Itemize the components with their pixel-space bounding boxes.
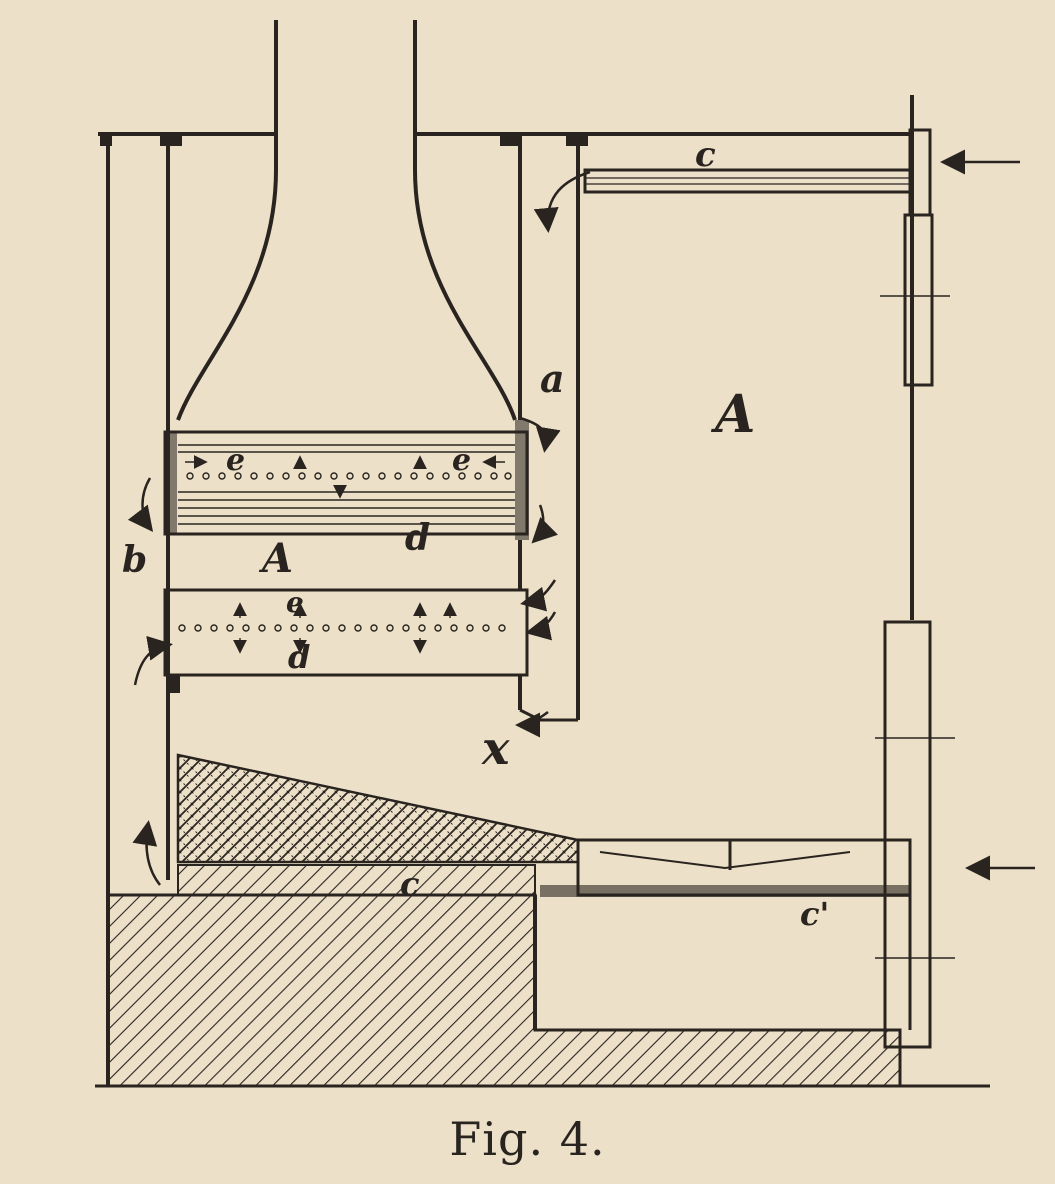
- label-e-lower: e: [286, 586, 304, 619]
- label-e-left: e: [226, 443, 245, 478]
- label-e-right: e: [452, 443, 471, 478]
- label-a-upper: a: [540, 356, 565, 401]
- label-x: x: [481, 721, 510, 775]
- flue-pipe-left: [176, 20, 278, 421]
- label-b-left: b: [122, 539, 147, 581]
- label-d-lower: d: [288, 638, 310, 676]
- flue-pipe-right: [413, 20, 517, 421]
- masonry-base: [106, 893, 902, 1088]
- label-c-prime: c': [800, 895, 829, 933]
- air-intake-pipe: [583, 168, 912, 194]
- upper-door: [903, 213, 934, 387]
- fuel-bed: [176, 753, 580, 864]
- figure-caption: Fig. 4.: [449, 1112, 606, 1166]
- label-d-upper: d: [405, 517, 430, 559]
- lower-drum-perforations: [178, 624, 506, 632]
- airflow-arrows: [127, 149, 1035, 886]
- fire-floor: [177, 864, 536, 896]
- label-A-lower: A: [258, 535, 293, 582]
- label-c-top: c: [695, 135, 716, 175]
- upper-heater-drum: [163, 430, 529, 536]
- lower-heater-drum: [163, 588, 529, 677]
- label-A-main: A: [710, 384, 755, 445]
- label-c-floor: c: [400, 865, 419, 903]
- lower-door: [883, 620, 932, 1049]
- upper-drum-perforations: [186, 472, 512, 480]
